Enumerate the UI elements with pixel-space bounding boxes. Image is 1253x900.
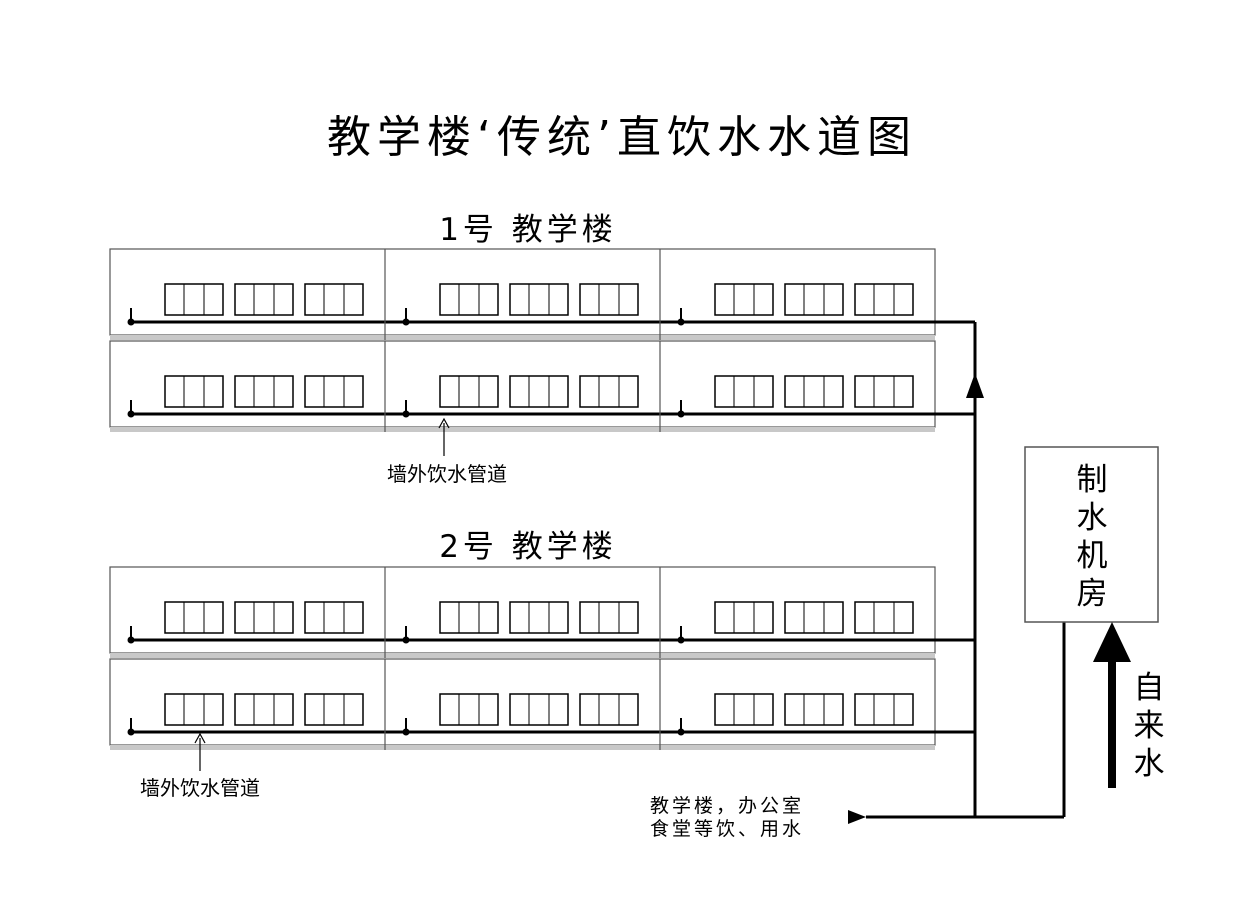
window — [509, 283, 569, 316]
window — [784, 375, 844, 408]
window — [784, 283, 844, 316]
window — [714, 693, 774, 726]
floor-slab — [110, 335, 935, 340]
outlet-label-line1: 教学楼，办公室 — [650, 795, 804, 817]
window — [854, 283, 914, 316]
outlet-label-line2: 食堂等饮、用水 — [650, 818, 804, 840]
plant-room-label: 制水机房 — [1077, 462, 1108, 612]
window — [714, 283, 774, 316]
floor-slab — [110, 745, 935, 750]
pipe-junction — [127, 728, 135, 736]
window — [164, 601, 224, 634]
window — [579, 375, 639, 408]
window — [579, 693, 639, 726]
floor-slab — [110, 427, 935, 432]
tap-water-arrow-head — [1093, 622, 1131, 662]
pipe-junction — [677, 728, 685, 736]
window — [509, 375, 569, 408]
window — [234, 693, 294, 726]
diagram-title: 教学楼‘传统’直饮水水道图 — [327, 112, 917, 163]
window — [854, 601, 914, 634]
window — [579, 601, 639, 634]
pipe-junction — [677, 636, 685, 644]
window — [304, 693, 364, 726]
floor-slab — [110, 653, 935, 658]
outlet-arrow-head — [848, 810, 866, 824]
window — [509, 601, 569, 634]
pipe-junction — [677, 410, 685, 418]
window — [304, 375, 364, 408]
plant-room-box — [1024, 446, 1159, 623]
pipe-junction — [677, 318, 685, 326]
window — [164, 283, 224, 316]
window — [439, 283, 499, 316]
building-2-label: 2号 教学楼 — [439, 529, 617, 565]
window — [854, 693, 914, 726]
window — [304, 601, 364, 634]
window — [784, 601, 844, 634]
pipe-junction — [402, 636, 410, 644]
window — [234, 375, 294, 408]
window — [714, 601, 774, 634]
pipe-junction — [402, 410, 410, 418]
window — [509, 693, 569, 726]
window — [579, 283, 639, 316]
window — [439, 601, 499, 634]
annotation-arrow-1-head — [438, 417, 450, 429]
pipe-junction — [127, 318, 135, 326]
pipe-junction — [127, 636, 135, 644]
window — [234, 283, 294, 316]
window — [854, 375, 914, 408]
window — [439, 693, 499, 726]
window — [439, 375, 499, 408]
tap-water-label: 自来水 — [1134, 670, 1165, 782]
riser-flow-arrow — [966, 373, 984, 398]
window — [164, 693, 224, 726]
window — [164, 375, 224, 408]
building-2-pipe-annotation: 墙外饮水管道 — [140, 776, 260, 800]
building-1-pipe-annotation: 墙外饮水管道 — [387, 462, 507, 486]
pipe-junction — [402, 318, 410, 326]
window — [784, 693, 844, 726]
tap-water-arrow-shaft — [1108, 660, 1116, 788]
annotation-arrow-2-head — [194, 732, 206, 744]
building-1-label: 1号 教学楼 — [439, 212, 617, 248]
pipe-junction — [402, 728, 410, 736]
pipe-junction — [127, 410, 135, 418]
buildings-group — [109, 248, 975, 750]
window — [234, 601, 294, 634]
window — [304, 283, 364, 316]
window — [714, 375, 774, 408]
